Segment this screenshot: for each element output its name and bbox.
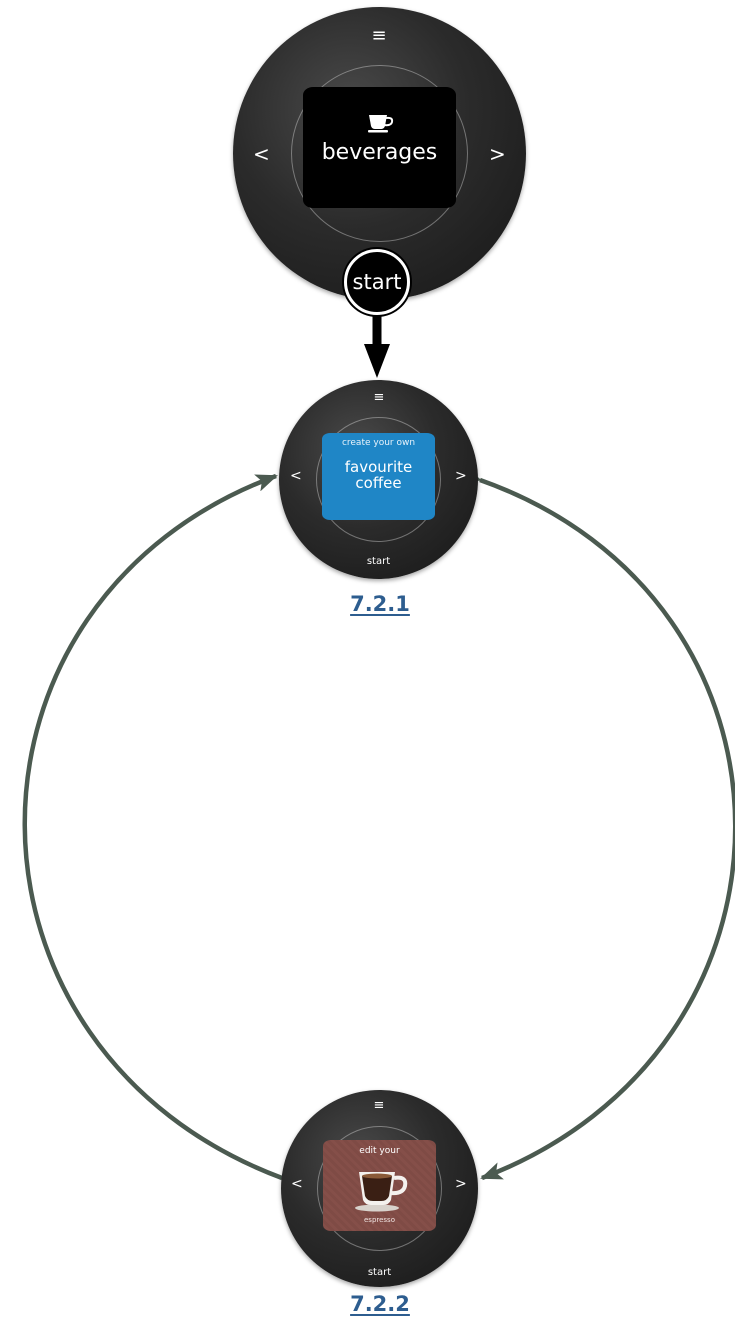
chevron-left-icon[interactable]: < [253,142,270,166]
reference-label-721[interactable]: 7.2.1 [330,592,430,616]
espresso-cup-icon [353,1162,409,1212]
chevron-left-icon[interactable]: < [290,468,302,484]
chevron-left-icon[interactable]: < [291,1176,303,1192]
coffee-cup-icon [367,112,395,134]
screen-title: favourite coffee [322,459,435,491]
screen-subtitle: create your own [322,438,435,448]
dial-favourite-coffee: ≡ < > create your own favourite coffee s… [279,380,478,579]
screen-title: beverages [303,140,456,165]
menu-icon[interactable]: ≡ [369,27,389,45]
chevron-right-icon[interactable]: > [455,468,467,484]
screen-title-line1: favourite [322,459,435,475]
reference-label-722[interactable]: 7.2.2 [330,1292,430,1316]
menu-icon[interactable]: ≡ [369,390,389,405]
start-label[interactable]: start [281,1267,478,1278]
loop-arrow-left [25,476,282,1178]
dial-screen: create your own favourite coffee [322,433,435,520]
chevron-right-icon[interactable]: > [489,142,506,166]
start-label[interactable]: start [279,556,478,567]
dial-screen: beverages [303,87,456,208]
screen-subtitle: edit your [323,1146,436,1156]
chevron-right-icon[interactable]: > [455,1176,467,1192]
dial-edit-espresso: ≡ < > edit your espresso start [281,1090,478,1287]
loop-arrow-right [480,480,735,1178]
start-arrow [364,314,390,378]
start-button[interactable]: start [344,249,410,315]
menu-icon[interactable]: ≡ [369,1098,389,1113]
screen-footer: espresso [323,1216,436,1224]
screen-title-line2: coffee [322,475,435,491]
dial-screen: edit your espresso [323,1140,436,1231]
